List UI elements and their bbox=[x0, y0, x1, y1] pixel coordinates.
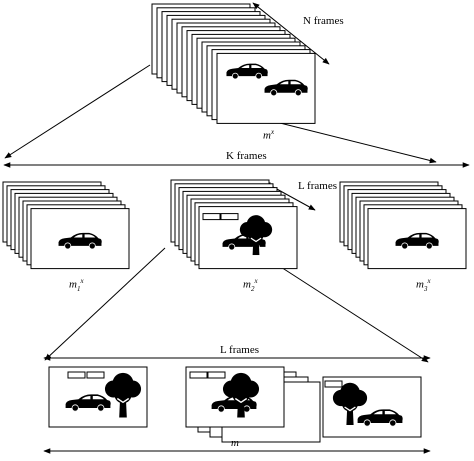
frame-stack-m2 bbox=[170, 179, 298, 270]
m-label: m bbox=[231, 437, 239, 449]
rectangle-icon bbox=[67, 371, 86, 379]
n-frames-arrow bbox=[252, 2, 330, 65]
n-frames-label: N frames bbox=[303, 15, 344, 27]
l-frames-top-label: L frames bbox=[298, 180, 337, 192]
stack-label-m2: m2x bbox=[243, 277, 258, 293]
stack-label-m1: m1x bbox=[69, 277, 84, 293]
stack-label-m3: m3x bbox=[416, 277, 431, 293]
rectangle-icon bbox=[207, 371, 226, 379]
rectangle-icon bbox=[324, 380, 343, 388]
rectangle-icon bbox=[220, 213, 239, 221]
frame-stack-top bbox=[151, 3, 316, 124]
k-frames-label: K frames bbox=[226, 150, 267, 162]
bottom-frame-sequence bbox=[48, 366, 422, 443]
l-frames-bottom-label: L frames bbox=[220, 344, 259, 356]
frame-stack-m1 bbox=[2, 181, 130, 270]
rectangle-icon bbox=[202, 213, 221, 221]
rectangle-icon bbox=[189, 371, 208, 379]
frame-stack-m3 bbox=[339, 181, 467, 270]
rectangle-icon bbox=[86, 371, 105, 379]
connector-lines bbox=[4, 64, 437, 363]
stack-label-top: mx bbox=[263, 128, 275, 142]
